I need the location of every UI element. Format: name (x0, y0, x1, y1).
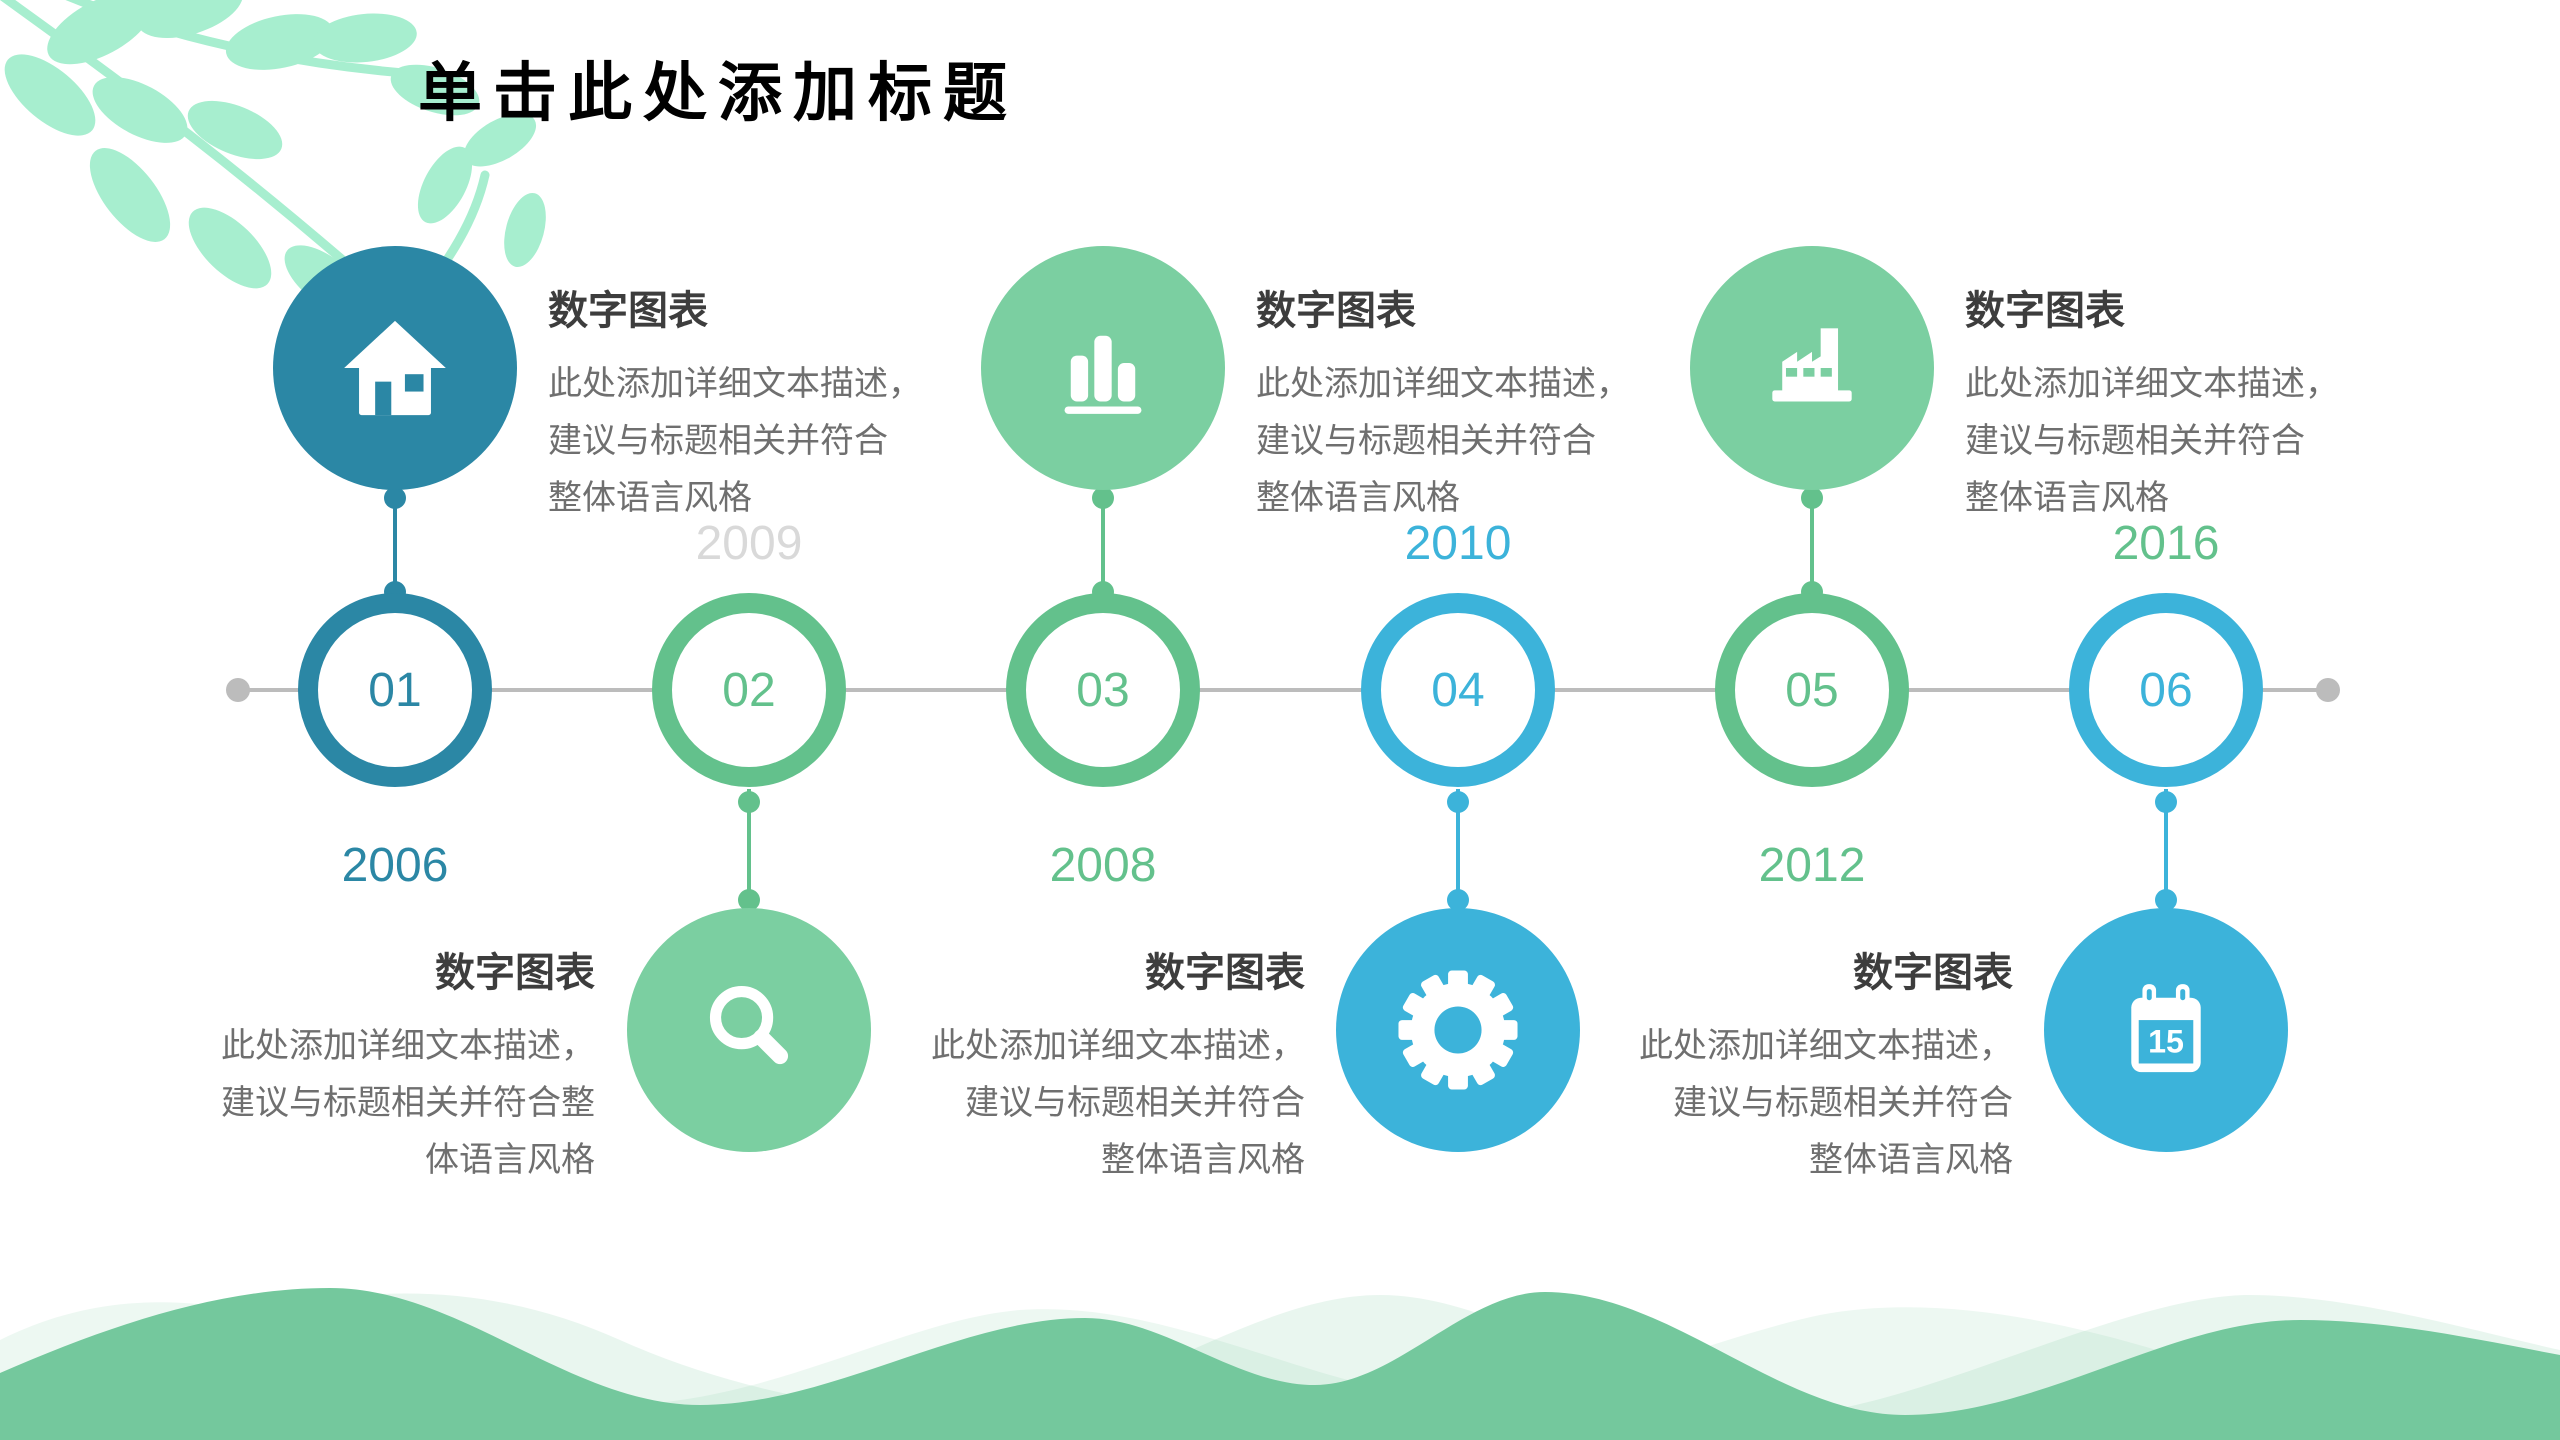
card-body: 此处添加详细文本描述， 建议与标题相关并符合 整体语言风格 (548, 365, 922, 517)
card-heading: 数字图表 (435, 951, 595, 995)
calendar-icon: 15 (2131, 984, 2201, 1073)
timeline-axis (238, 688, 2328, 692)
icon-badge-calendar: 15 (2044, 908, 2288, 1152)
connector-dot (738, 889, 760, 911)
node-number: 05 (1785, 663, 1839, 717)
timeline-node-03: 03 (1006, 593, 1200, 787)
calendar-day-label: 15 (2148, 1023, 2184, 1059)
connector-node-03 (1101, 490, 1105, 600)
card-heading: 数字图表 (1256, 289, 1416, 333)
year-label-2010: 2010 (1404, 517, 1512, 570)
wave-decoration (0, 1288, 2560, 1440)
icon-badge-search (627, 908, 871, 1152)
year-label-2012: 2012 (1758, 839, 1866, 892)
card-heading: 数字图表 (1853, 951, 2013, 995)
connector-dot (1447, 889, 1469, 911)
timeline-node-02: 02 (652, 593, 846, 787)
connector-dot (384, 487, 406, 509)
connector-node-01 (393, 490, 397, 600)
card-factory: 数字图表 此处添加详细文本描述， 建议与标题相关并符合 整体语言风格 (1965, 278, 2339, 527)
card-gear: 数字图表 此处添加详细文本描述， 建议与标题相关并符合 整体语言风格 (931, 940, 1305, 1189)
connector-dot (2155, 889, 2177, 911)
leaf-branch-decoration (0, 0, 546, 315)
card-heading: 数字图表 (1145, 951, 1305, 995)
connector-node-04 (1456, 789, 1460, 901)
timeline-node-05: 05 (1715, 593, 1909, 787)
icon-badge-bar-chart (981, 246, 1225, 490)
connector-node-05 (1810, 490, 1814, 600)
connector-node-06 (2164, 789, 2168, 901)
node-number: 04 (1431, 663, 1485, 717)
timeline-node-01: 01 (298, 593, 492, 787)
card-heading: 数字图表 (1965, 289, 2125, 333)
bar-chart-icon (1064, 335, 1142, 414)
connector-dot (1092, 487, 1114, 509)
search-icon (709, 985, 789, 1065)
card-body: 此处添加详细文本描述， 建议与标题相关并符合 整体语言风格 (1965, 365, 2339, 517)
timeline-endpoint-right (2316, 678, 2340, 702)
year-label-2016: 2016 (2112, 517, 2220, 570)
year-label-2006: 2006 (341, 839, 449, 892)
node-number: 02 (722, 663, 776, 717)
card-calendar: 数字图表 此处添加详细文本描述， 建议与标题相关并符合 整体语言风格 (1639, 940, 2013, 1189)
card-bar-chart: 数字图表 此处添加详细文本描述， 建议与标题相关并符合 整体语言风格 (1256, 278, 1630, 527)
card-home: 数字图表 此处添加详细文本描述， 建议与标题相关并符合 整体语言风格 (548, 278, 922, 527)
card-body: 此处添加详细文本描述， 建议与标题相关并符合 整体语言风格 (1639, 1027, 2013, 1179)
card-heading: 数字图表 (548, 289, 708, 333)
timeline-node-04: 04 (1361, 593, 1555, 787)
icon-badge-home (273, 246, 517, 490)
card-body: 此处添加详细文本描述， 建议与标题相关并符合 整体语言风格 (931, 1027, 1305, 1179)
year-label-2008: 2008 (1049, 839, 1157, 892)
icon-badge-factory (1690, 246, 1934, 490)
year-label-2009: 2009 (695, 517, 803, 570)
connector-dot (1801, 487, 1823, 509)
icon-badge-gear (1336, 908, 1580, 1152)
gear-icon (1398, 970, 1518, 1090)
factory-icon (1772, 328, 1852, 402)
timeline-node-06: 06 (2069, 593, 2263, 787)
connector-node-02 (747, 789, 751, 901)
node-number: 06 (2139, 663, 2193, 717)
card-body: 此处添加详细文本描述， 建议与标题相关并符合整 体语言风格 (221, 1027, 595, 1179)
connector-dot (738, 791, 760, 813)
card-body: 此处添加详细文本描述， 建议与标题相关并符合 整体语言风格 (1256, 365, 1630, 517)
connector-dot (2155, 791, 2177, 813)
home-icon (344, 320, 446, 416)
card-search: 数字图表 此处添加详细文本描述， 建议与标题相关并符合整 体语言风格 (221, 940, 595, 1189)
slide-title: 单击此处添加标题 (418, 57, 1018, 129)
timeline-endpoint-left (226, 678, 250, 702)
node-number: 03 (1076, 663, 1130, 717)
connector-dot (1447, 791, 1469, 813)
node-number: 01 (368, 663, 422, 717)
